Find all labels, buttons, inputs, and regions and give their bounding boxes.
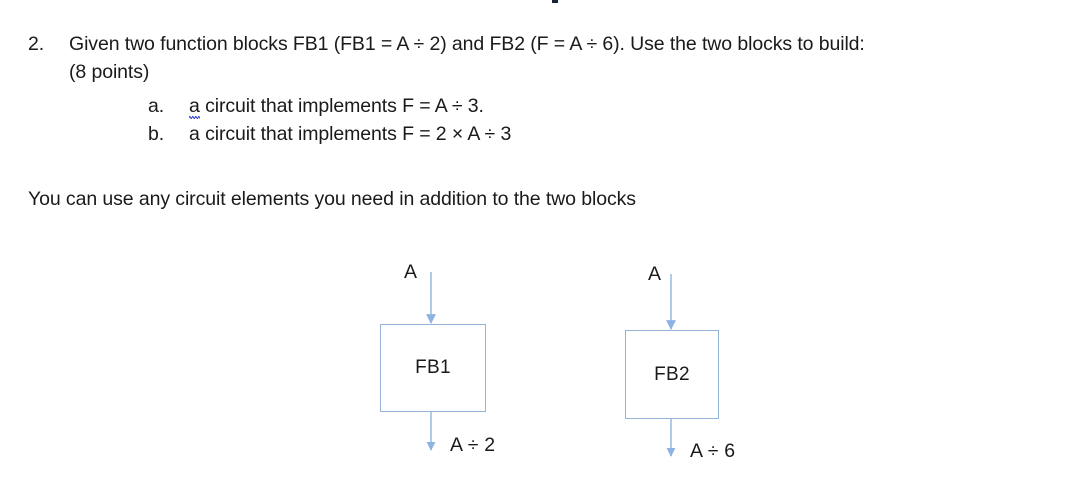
question-number: 2. <box>28 33 45 55</box>
sub-item-a-marker: a. <box>148 95 165 117</box>
fb2-output-label: A ÷ 6 <box>690 440 736 462</box>
fb1-output-label: A ÷ 2 <box>450 434 496 456</box>
instruction-note: You can use any circuit elements you nee… <box>28 188 636 210</box>
sub-item-b: b. a circuit that implements F = 2 × A ÷… <box>148 120 948 148</box>
sub-item-b-prefix: a <box>189 123 200 145</box>
function-block-fb1: FB1 <box>380 324 486 412</box>
clipped-glyph-fragment <box>552 0 558 3</box>
fb1-input-label: A <box>404 261 418 283</box>
fb2-input-label: A <box>648 263 662 285</box>
sub-item-b-marker: b. <box>148 123 165 145</box>
spellcheck-flagged-word: a <box>189 92 200 120</box>
sub-item-b-rest: circuit that implements F = 2 × A ÷ 3 <box>199 123 512 145</box>
question-body: Given two function blocks FB1 (FB1 = A ÷… <box>69 30 1069 86</box>
sub-item-a-rest: circuit that implements F = A ÷ 3. <box>199 95 484 117</box>
sub-item-a-text: a circuit that implements F = A ÷ 3. <box>189 92 484 120</box>
question-line-1: Given two function blocks FB1 (FB1 = A ÷… <box>69 33 865 55</box>
function-block-fb2: FB2 <box>625 330 719 419</box>
sub-item-list: a. a circuit that implements F = A ÷ 3. … <box>148 92 948 148</box>
sub-item-b-text: a circuit that implements F = 2 × A ÷ 3 <box>189 120 511 148</box>
question-points: (8 points) <box>69 61 150 83</box>
sub-item-a: a. a circuit that implements F = A ÷ 3. <box>148 92 948 120</box>
